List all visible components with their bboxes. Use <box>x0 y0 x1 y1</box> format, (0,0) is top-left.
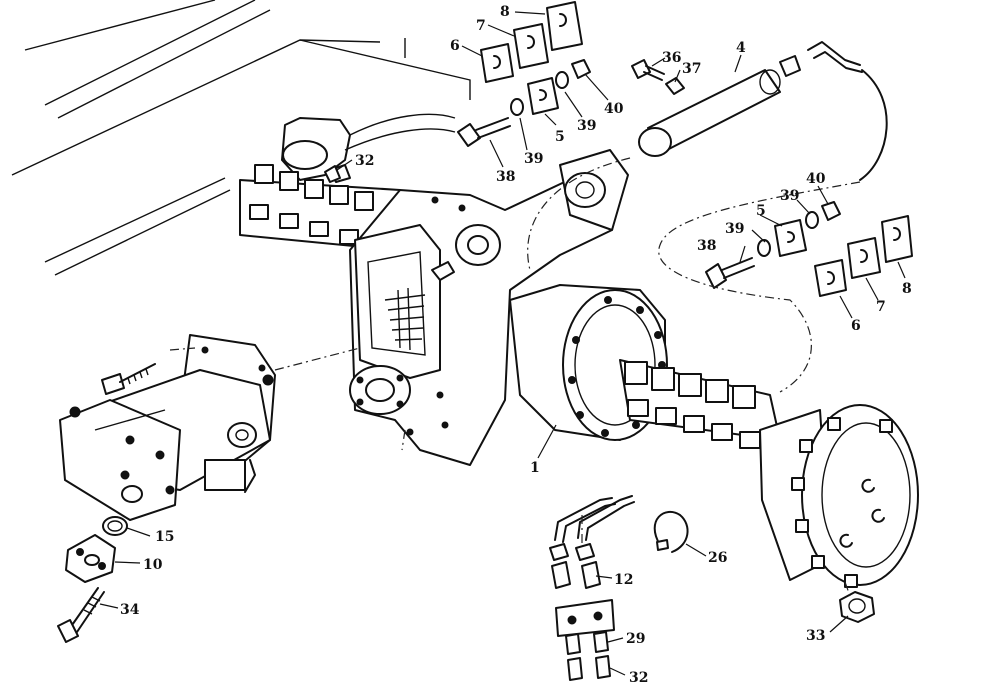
washers-and-nuts <box>510 59 841 257</box>
bolt-36 <box>631 59 665 81</box>
motor-bolt <box>101 363 156 395</box>
ring-gear-teeth <box>384 287 426 351</box>
central-gear-housing <box>329 149 629 466</box>
callout-33: 33 <box>806 628 825 644</box>
callout-38-upper: 38 <box>496 169 515 185</box>
hydraulic-hose <box>779 41 888 181</box>
flange-bolts <box>568 296 666 437</box>
pad-set-upper <box>480 1 583 115</box>
bolt-38-upper <box>457 117 511 147</box>
pad-set-right <box>774 215 913 297</box>
callout-32-lower: 32 <box>629 670 648 686</box>
grease-nipple-32-upper <box>324 165 341 183</box>
clamp-10 <box>65 534 116 583</box>
callout-12: 12 <box>614 572 633 588</box>
callout-39-right-lower: 39 <box>725 221 744 237</box>
hydraulic-motor <box>59 334 276 521</box>
axle-housing-left <box>239 113 456 251</box>
callout-40-right: 40 <box>806 171 826 187</box>
callout-34: 34 <box>120 602 140 618</box>
callout-15: 15 <box>155 529 174 545</box>
callout-40-upper: 40 <box>604 101 624 117</box>
spline-teeth-left <box>249 164 374 245</box>
pin-4 <box>638 69 781 157</box>
callout-10: 10 <box>143 557 163 573</box>
callout-1: 1 <box>530 460 540 476</box>
leader-lines <box>99 11 906 676</box>
callout-39-upper-right: 39 <box>577 118 596 134</box>
assembly-centerlines <box>169 157 861 597</box>
long-bolt-34 <box>57 587 105 643</box>
callout-36: 36 <box>662 50 681 66</box>
callout-4: 4 <box>736 40 746 56</box>
callout-29: 29 <box>626 631 645 647</box>
callout-39-upper-left: 39 <box>524 151 543 167</box>
callout-37: 37 <box>682 61 701 77</box>
wheel-nut-33 <box>839 591 875 623</box>
callout-38-right: 38 <box>697 238 716 254</box>
hydraulic-fittings <box>549 495 635 681</box>
snap-ring-26 <box>653 510 689 553</box>
callout-32-upper: 32 <box>355 153 374 169</box>
callout-7-right: 7 <box>876 299 886 315</box>
callout-26: 26 <box>708 550 727 566</box>
callout-6-upper: 6 <box>450 38 460 54</box>
callout-5-upper: 5 <box>555 129 565 145</box>
callout-6-right: 6 <box>851 318 861 334</box>
callout-labels: 8 7 6 5 39 40 39 38 32 36 37 4 39 40 5 3… <box>120 4 912 686</box>
o-ring-15 <box>102 516 128 536</box>
callout-8-right: 8 <box>902 281 912 297</box>
callout-8-upper: 8 <box>500 4 510 20</box>
machine-frame <box>11 0 471 276</box>
callout-7-upper: 7 <box>476 18 486 34</box>
bolt-38-right <box>705 257 755 289</box>
axle-housing-right <box>509 284 919 588</box>
wheel-studs <box>791 417 893 588</box>
callout-5-right: 5 <box>756 203 766 219</box>
callout-39-right-upper: 39 <box>780 188 799 204</box>
